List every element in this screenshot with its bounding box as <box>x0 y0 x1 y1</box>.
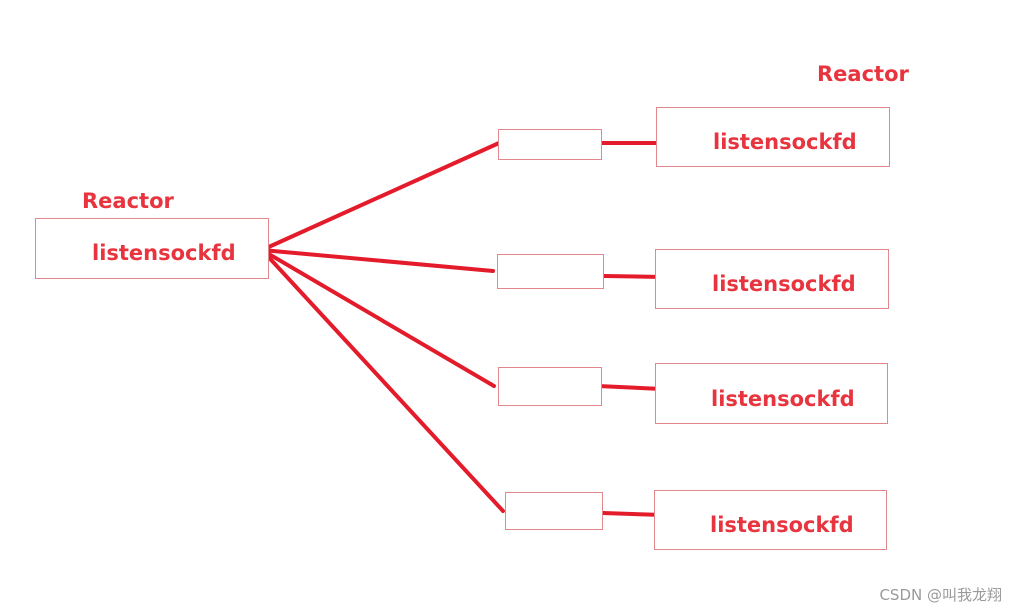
small-box-2 <box>497 254 604 289</box>
sub-listensockfd-box-2: listensockfd <box>655 249 889 309</box>
sub-listensockfd-label-2: listensockfd <box>712 272 856 296</box>
link-line-2 <box>602 274 666 279</box>
main-reactor-title: Reactor <box>82 189 174 213</box>
sub-listensockfd-box-3: listensockfd <box>655 363 888 424</box>
fan-line-3 <box>260 248 496 388</box>
sub-listensockfd-box-1: listensockfd <box>656 107 890 167</box>
link-line-3 <box>596 384 664 391</box>
small-box-3 <box>498 367 602 406</box>
fan-line-2 <box>260 248 495 273</box>
csdn-watermark: CSDN @叫我龙翔 <box>879 586 1002 604</box>
fan-line-4 <box>260 248 505 513</box>
fan-line-1 <box>260 141 501 252</box>
small-box-1 <box>498 129 602 160</box>
sub-reactor-title: Reactor <box>817 62 909 86</box>
main-listensockfd-label: listensockfd <box>92 241 236 265</box>
sub-listensockfd-label-4: listensockfd <box>710 513 854 537</box>
small-box-4 <box>505 492 603 530</box>
sub-listensockfd-box-4: listensockfd <box>654 490 887 550</box>
link-line-4 <box>601 511 665 517</box>
main-listensockfd-box: listensockfd <box>35 218 269 279</box>
sub-listensockfd-label-3: listensockfd <box>711 387 855 411</box>
sub-listensockfd-label-1: listensockfd <box>713 130 857 154</box>
